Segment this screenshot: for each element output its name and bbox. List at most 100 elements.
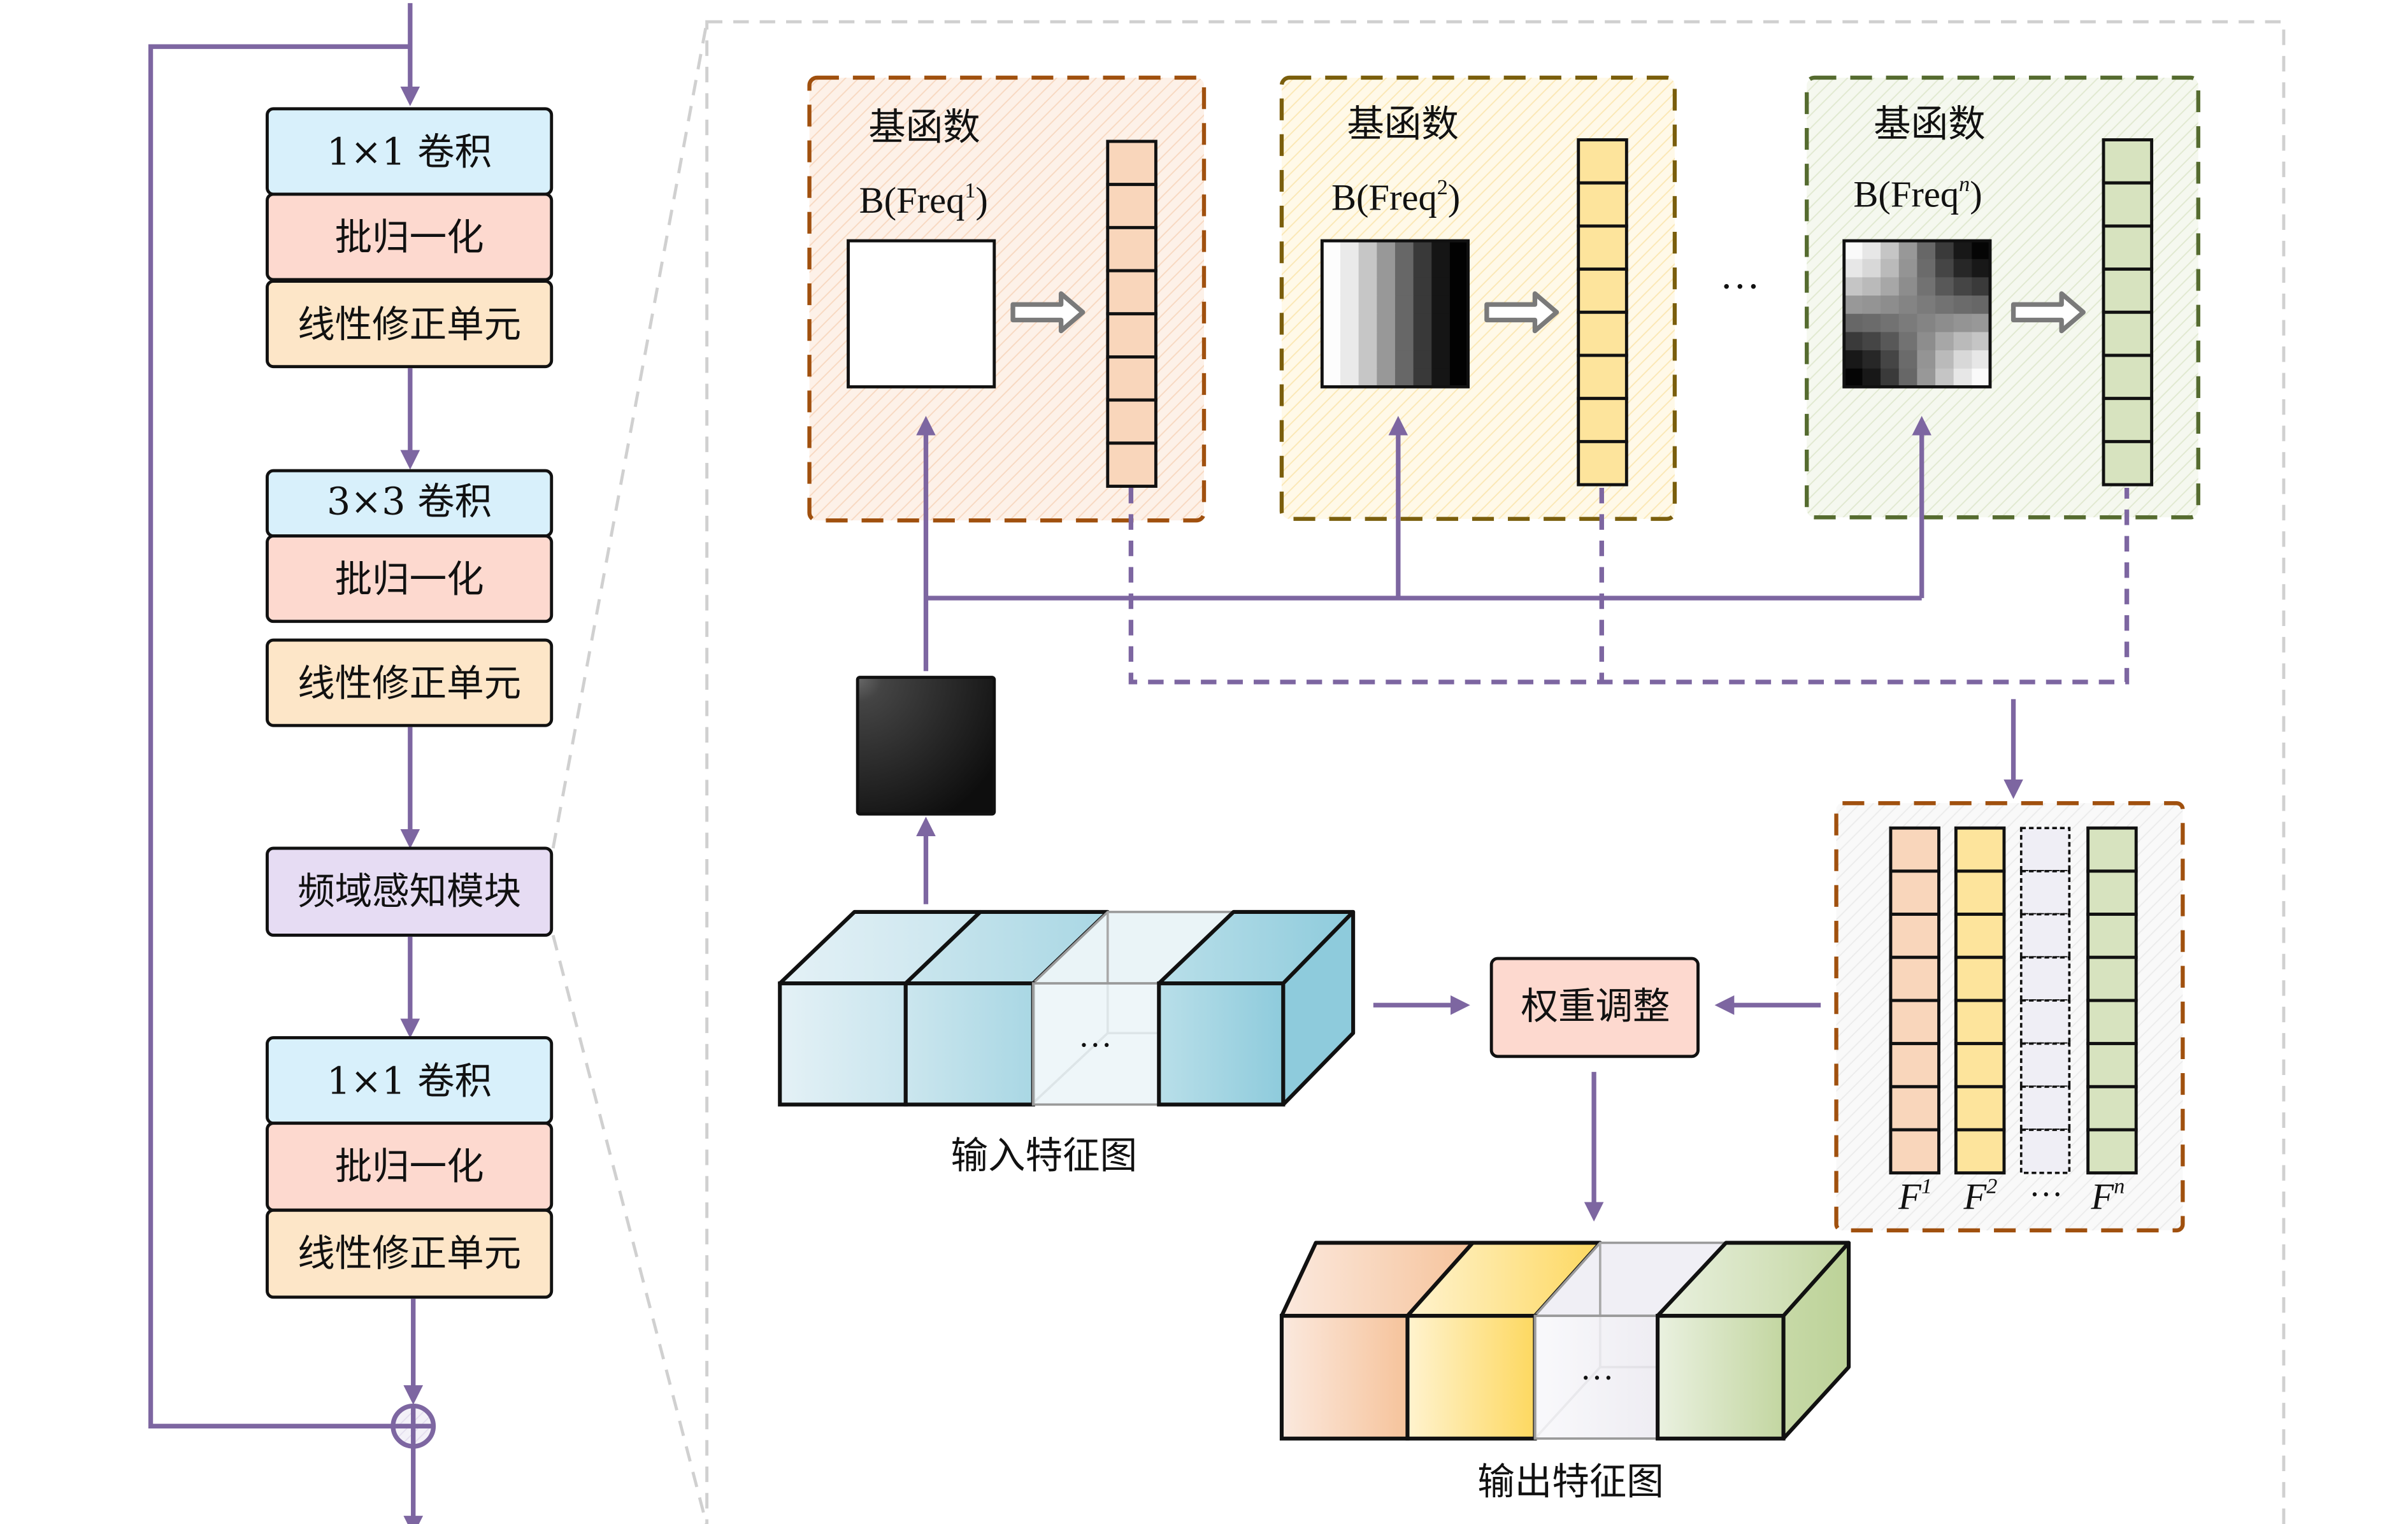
relu-box[interactable] xyxy=(266,638,554,727)
basis-pixel xyxy=(1431,313,1451,333)
basis-image-border xyxy=(1842,239,1992,388)
basis-pixel xyxy=(884,368,904,388)
basis-pixel xyxy=(1972,313,1991,333)
basis-pixel xyxy=(976,296,995,315)
weight-adjust-box[interactable] xyxy=(1489,957,1700,1058)
basis-pixel xyxy=(1953,259,1973,278)
frequency-vector-labels: F1 F2 ··· Fn xyxy=(1898,1174,2125,1216)
basis-pixel xyxy=(903,350,922,369)
basis-pixel xyxy=(1972,332,1991,352)
basis-pixel xyxy=(1935,350,1954,369)
basis-pixel xyxy=(848,368,868,388)
freq-vector-cell xyxy=(1889,826,1940,873)
basis-pixel xyxy=(1322,241,1341,260)
frequency-vector-columns xyxy=(1889,826,2138,1175)
basis-box-2: 基函数 B(Freq2) xyxy=(1279,75,1677,521)
basis-pixel xyxy=(1898,368,1918,388)
basis-pixel xyxy=(1917,296,1936,315)
relu-label: 线性修正单元 xyxy=(297,1232,521,1275)
basis-pixel xyxy=(884,241,904,260)
conv1x1-label: 1×1 卷积 xyxy=(327,1059,492,1102)
basis-pixel xyxy=(1340,259,1359,278)
basis-pixel xyxy=(1844,241,1863,260)
freq-vector-cell-placeholder xyxy=(2019,1129,2071,1174)
basis-pixel xyxy=(903,332,922,352)
basis-pixel xyxy=(1844,350,1863,369)
basis-pixel xyxy=(1917,277,1936,297)
basis-pixel xyxy=(976,313,995,333)
relu-label: 线性修正单元 xyxy=(297,662,521,705)
basis-pixel xyxy=(1449,368,1469,388)
batchnorm-box[interactable] xyxy=(266,534,554,623)
basis-function-label: B(Freq1) xyxy=(859,179,988,221)
basis-pixel xyxy=(921,259,940,278)
basis-pixel xyxy=(1881,350,1900,369)
block-front xyxy=(1405,1314,1537,1441)
basis-pixel xyxy=(848,350,868,369)
basis-pixel xyxy=(1881,313,1900,333)
vector-cell xyxy=(1106,139,1157,187)
freq-vector-cell xyxy=(2086,1128,2138,1175)
basis-pixel xyxy=(1881,259,1900,278)
freq-vector-cell-placeholder xyxy=(2019,1042,2071,1088)
relu-box[interactable] xyxy=(266,1208,554,1299)
frequency-aware-module-box[interactable] xyxy=(266,846,554,937)
basis-pixel xyxy=(957,332,977,352)
freq-vector-cell xyxy=(1954,955,2006,1002)
vector-collect-line xyxy=(1128,487,2130,685)
basis-pixel xyxy=(1917,332,1936,352)
basis-pixel xyxy=(1431,296,1451,315)
basis-pixel xyxy=(921,368,940,388)
vector-cell xyxy=(2102,397,2154,443)
basis-box-3: 基函数 B(Freqn) xyxy=(1805,75,2200,520)
freq-vector-cell xyxy=(2086,1085,2138,1132)
basis-pixel xyxy=(1953,296,1973,315)
input-feature-map: ··· xyxy=(778,909,1356,1107)
basis-pixel xyxy=(1394,296,1414,315)
basis-pixel xyxy=(939,313,959,333)
batchnorm-label: 批归一化 xyxy=(335,1144,484,1188)
basis-pixel xyxy=(1862,350,1882,369)
basis-pixel xyxy=(1917,350,1936,369)
basis-pixel xyxy=(1862,241,1882,260)
freq-vector-cell xyxy=(1954,1085,2006,1132)
vector-cell xyxy=(1106,312,1157,359)
basis-pixel xyxy=(1322,313,1341,333)
basis-pixel xyxy=(939,277,959,297)
block-side xyxy=(1781,1241,1851,1441)
block-front xyxy=(1279,1314,1410,1441)
basis-pixel xyxy=(1413,296,1433,315)
basis-pixel xyxy=(1449,277,1469,297)
block-1: 1×1 卷积 批归一化 线性修正单元 xyxy=(266,107,554,369)
basis-pixel xyxy=(1358,332,1378,352)
basis-pixel xyxy=(1322,259,1341,278)
freq-vector-cell xyxy=(1889,1042,1940,1088)
basis-pixel xyxy=(1394,313,1414,333)
relu-box[interactable] xyxy=(266,280,554,369)
basis-pixel xyxy=(1862,368,1882,388)
freq-label-1: F1 xyxy=(1898,1174,1932,1216)
basis-pixel xyxy=(884,277,904,297)
basis-pixel xyxy=(921,332,940,352)
basis-pixel xyxy=(1322,296,1341,315)
basis-pixel xyxy=(1340,350,1359,369)
freq-vector-cell xyxy=(1889,955,1940,1002)
basis-pixel xyxy=(1431,368,1451,388)
basis-pixel xyxy=(976,350,995,369)
basis-pixel xyxy=(1358,313,1378,333)
basis-pixel xyxy=(1322,277,1341,297)
basis-pixel xyxy=(976,259,995,278)
freq-vector-cell xyxy=(1954,999,2006,1046)
basis-pixel xyxy=(1413,277,1433,297)
freq-label-n: Fn xyxy=(2091,1174,2125,1216)
basis-pixel xyxy=(1881,241,1900,260)
basis-pixel xyxy=(1394,332,1414,352)
basis-pixel xyxy=(1394,350,1414,369)
block-2: 3×3 卷积 批归一化 线性修正单元 xyxy=(266,469,554,727)
output-feature-map: ··· xyxy=(1279,1241,1851,1441)
basis-pixel xyxy=(1935,296,1954,315)
basis-pixel xyxy=(1972,296,1991,315)
conv1x1-label: 1×1 卷积 xyxy=(327,131,492,174)
basis-title: 基函数 xyxy=(1347,103,1459,146)
